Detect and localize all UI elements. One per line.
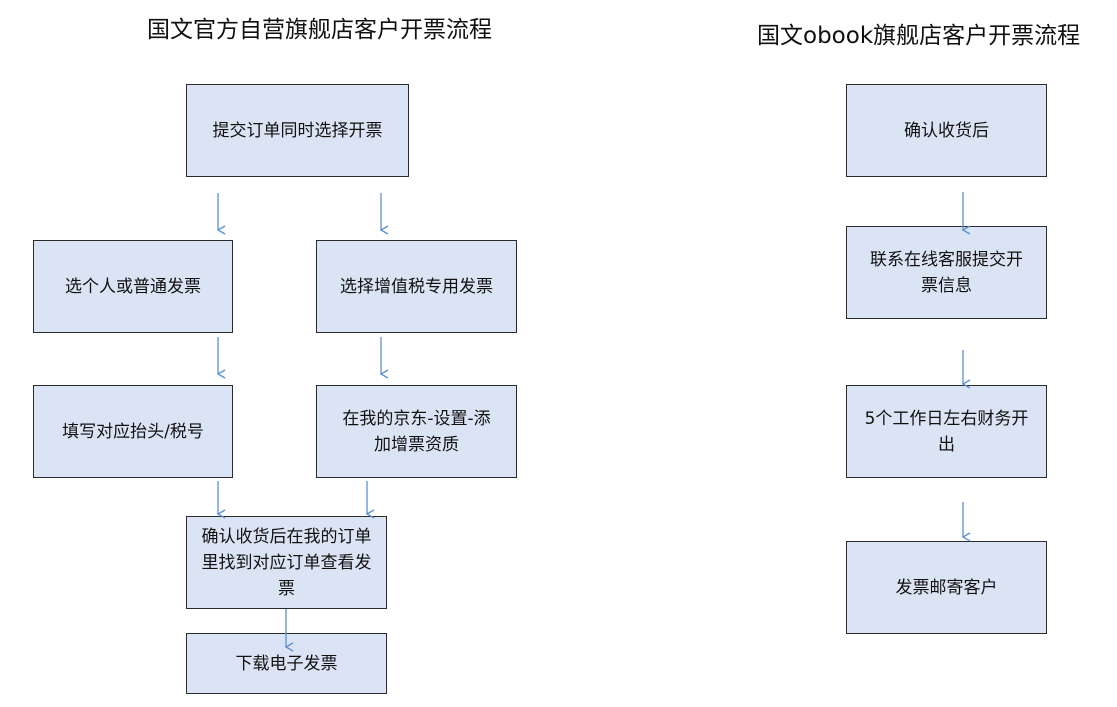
left-flow-title: 国文官方自营旗舰店客户开票流程 xyxy=(147,17,492,43)
submit-order-label: 提交订单同时选择开票 xyxy=(212,120,383,141)
confirm-receipt-box: 确认收货后 xyxy=(846,84,1047,177)
confirm-receipt-label: 确认收货后 xyxy=(904,120,989,141)
find-invoice-label: 确认收货后在我的订单里找到对应订单查看发票 xyxy=(201,526,372,599)
personal-invoice-label: 选个人或普通发票 xyxy=(65,276,201,297)
mail-invoice-box: 发票邮寄客户 xyxy=(846,541,1047,634)
add-qualification-label: 在我的京东-设置-添加增票资质 xyxy=(342,408,491,455)
right-flow-title: 国文obook旗舰店客户开票流程 xyxy=(757,23,1081,49)
add-qualification-box: 在我的京东-设置-添加增票资质 xyxy=(316,385,517,478)
vat-invoice-box: 选择增值税专用发票 xyxy=(316,240,517,333)
fill-header-label: 填写对应抬头/税号 xyxy=(62,421,204,442)
fill-header-box: 填写对应抬头/税号 xyxy=(33,385,233,478)
personal-invoice-box: 选个人或普通发票 xyxy=(33,240,233,333)
contact-service-box: 联系在线客服提交开票信息 xyxy=(846,226,1047,319)
submit-order-box: 提交订单同时选择开票 xyxy=(186,84,409,177)
finance-issue-box: 5个工作日左右财务开出 xyxy=(846,385,1047,478)
mail-invoice-label: 发票邮寄客户 xyxy=(895,577,998,598)
vat-invoice-label: 选择增值税专用发票 xyxy=(340,276,493,297)
contact-service-label: 联系在线客服提交开票信息 xyxy=(870,249,1023,296)
find-invoice-box: 确认收货后在我的订单里找到对应订单查看发票 xyxy=(186,516,387,609)
finance-issue-label: 5个工作日左右财务开出 xyxy=(864,408,1029,455)
download-invoice-label: 下载电子发票 xyxy=(235,653,338,674)
